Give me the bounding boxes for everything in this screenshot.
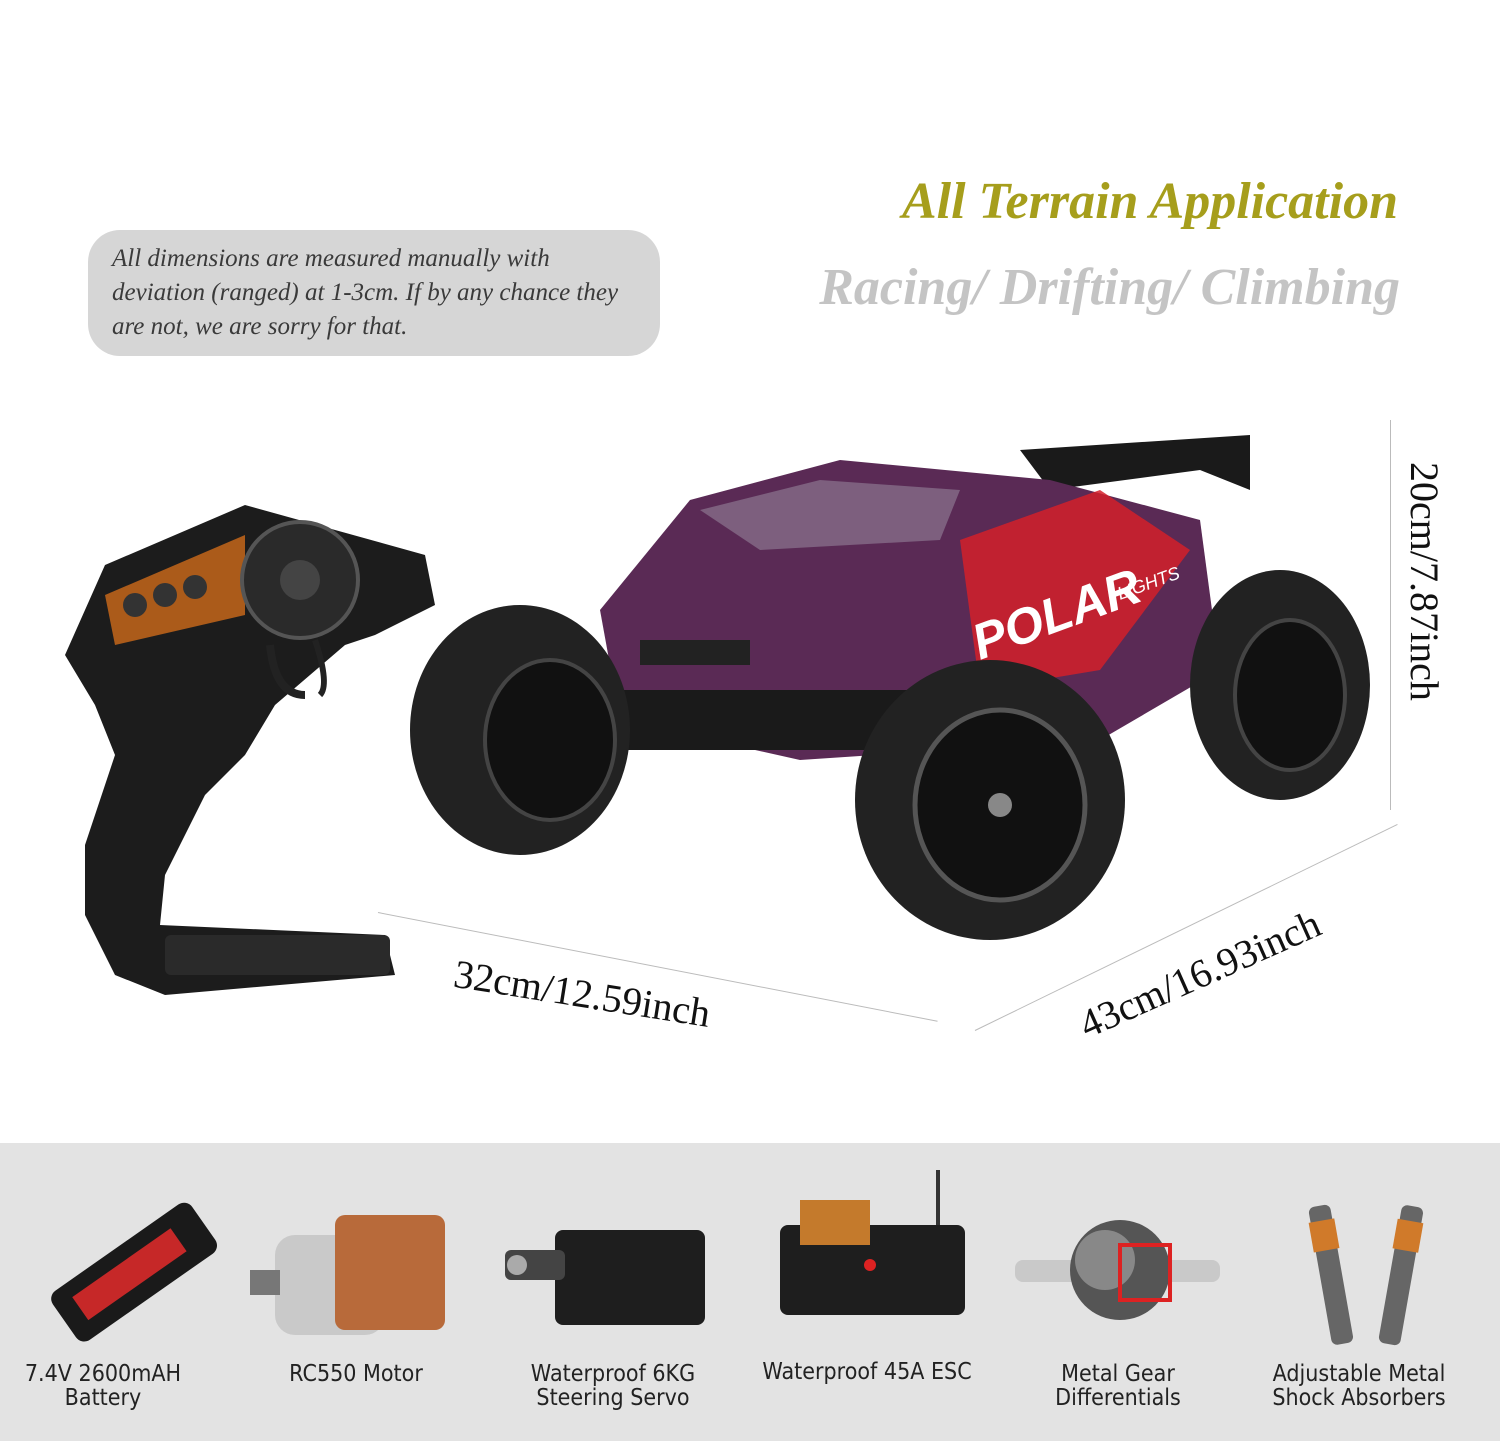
feature-label-servo: Waterproof 6KG Steering Servo [530, 1361, 696, 1411]
battery-icon [51, 1202, 218, 1342]
feature-label-battery: 7.4V 2600mAH Battery [24, 1361, 182, 1411]
feature-label-esc: Waterproof 45A ESC [762, 1359, 972, 1385]
height-dimension-label: 20cm/7.87inch [1402, 462, 1447, 701]
width-dimension-label: 32cm/12.59inch [450, 950, 714, 1036]
differential-icon [1015, 1220, 1220, 1320]
height-dimension-line [1390, 420, 1391, 810]
feature-label-shock-absorber: Adjustable Metal Shock Absorbers [1272, 1361, 1446, 1411]
shock-absorber-icon [1308, 1204, 1424, 1346]
rc-car-image: POLAR LIGHTS [410, 435, 1370, 940]
servo-icon [505, 1230, 705, 1325]
esc-icon [780, 1170, 965, 1315]
feature-label-differential: Metal Gear Differentials [1055, 1361, 1181, 1411]
motor-icon [250, 1215, 445, 1335]
feature-label-motor: RC550 Motor [289, 1361, 423, 1387]
headline-title: All Terrain Application [901, 173, 1398, 230]
dimension-note: All dimensions are measured manually wit… [88, 230, 660, 356]
headline-subtitle: Racing/ Drifting/ Climbing [819, 259, 1400, 316]
remote-controller-image [65, 505, 435, 995]
